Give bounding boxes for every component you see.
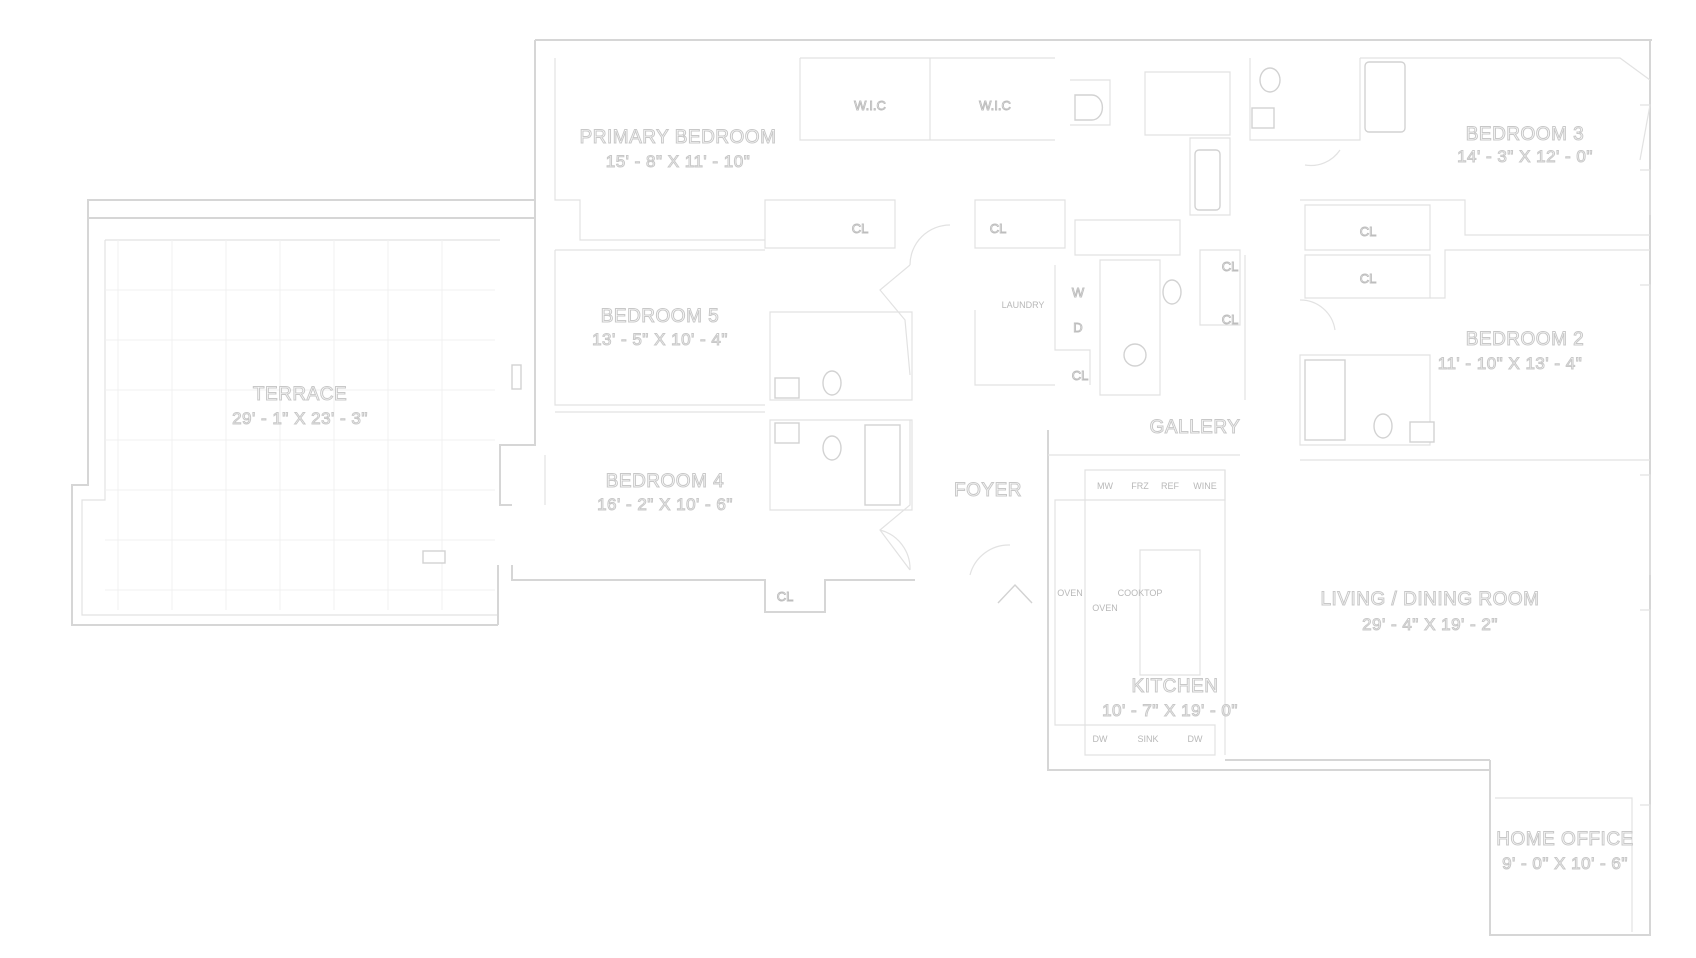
toilet-icon [822, 435, 842, 461]
toilet-icon [1373, 413, 1393, 439]
toilet-icon [1162, 279, 1182, 305]
entry-arrow-icon [997, 583, 1033, 604]
terrace-paver-grid [105, 240, 495, 610]
terrace-area [71, 199, 536, 626]
cooktop-label: COOKTOP [1118, 588, 1163, 598]
room-primary-bedroom: PRIMARY BEDROOM 15' - 8" X 11' - 10" [579, 127, 777, 172]
toilet-icon [1074, 94, 1104, 121]
wic-label: W.I.C [979, 98, 1011, 113]
microwave-label: MW [1097, 481, 1113, 491]
dryer-label: D [1073, 320, 1082, 335]
room-bedroom-5: BEDROOM 5 13' - 5" X 10' - 4" [592, 306, 728, 350]
room-name: BEDROOM 2 [1466, 329, 1585, 350]
closet-label: CL [1360, 271, 1377, 286]
closet-label: CL [1360, 224, 1377, 239]
room-kitchen: KITCHEN 10' - 7" X 19' - 0" [1102, 676, 1238, 721]
sink-label: SINK [1137, 734, 1158, 744]
interior-walls [544, 57, 1651, 932]
bathtub-icon [1364, 61, 1406, 133]
room-name: GALLERY [1150, 417, 1241, 438]
bathtub-icon [1194, 149, 1221, 211]
wine-label: WINE [1193, 481, 1217, 491]
room-dimensions: 10' - 7" X 19' - 0" [1102, 701, 1238, 720]
toilet-icon [822, 370, 842, 396]
room-dimensions: 9' - 0" X 10' - 6" [1502, 854, 1628, 873]
room-bedroom-4: BEDROOM 4 16' - 2" X 10' - 6" [597, 471, 733, 515]
sink-icon [774, 422, 800, 444]
room-dimensions: 13' - 5" X 10' - 4" [592, 330, 728, 349]
room-name: FOYER [954, 480, 1022, 501]
closet-label: CL [852, 221, 869, 236]
room-dimensions: 16' - 2" X 10' - 6" [597, 495, 733, 514]
room-dimensions: 15' - 8" X 11' - 10" [606, 152, 750, 171]
closet-label: CL [990, 221, 1007, 236]
closet-label: CL [1072, 368, 1089, 383]
sink-icon [1251, 107, 1275, 129]
oven-label: OVEN [1057, 588, 1083, 598]
room-gallery: GALLERY [1149, 417, 1241, 439]
washer-label: W [1072, 285, 1085, 300]
room-living-dining: LIVING / DINING ROOM 29' - 4" X 19' - 2" [1320, 589, 1540, 635]
room-dimensions: 29' - 4" X 19' - 2" [1362, 615, 1498, 634]
room-terrace: TERRACE 29' - 1" X 23' - 3" [232, 384, 368, 429]
laundry-sink-icon [1123, 343, 1147, 367]
room-name: LIVING / DINING ROOM [1320, 589, 1539, 610]
door-swings [879, 149, 1341, 576]
shower-icon [864, 424, 901, 506]
room-name: BEDROOM 4 [606, 471, 725, 492]
freezer-label: FRZ [1131, 481, 1149, 491]
room-name: BEDROOM 5 [601, 306, 720, 327]
room-bedroom-3: BEDROOM 3 14' - 3" X 12' - 0" [1457, 124, 1593, 167]
fixture-labels: W.I.C W.I.C CL CL CL CL CL CL CL CL LAUN… [776, 98, 1377, 744]
room-foyer: FOYER [954, 480, 1022, 502]
terrace-drain-icon [422, 550, 446, 564]
closet-label: CL [1222, 259, 1239, 274]
room-name: HOME OFFICE [1496, 829, 1633, 850]
room-dimensions: 29' - 1" X 23' - 3" [232, 409, 368, 428]
room-dimensions: 11' - 10" X 13' - 4" [1438, 354, 1582, 373]
toilet-icon [1259, 67, 1281, 93]
dishwasher-label: DW [1188, 734, 1203, 744]
room-name: PRIMARY BEDROOM [580, 127, 777, 148]
wic-label: W.I.C [854, 98, 886, 113]
room-name: BEDROOM 3 [1466, 124, 1585, 145]
closet-label: CL [1222, 312, 1239, 327]
room-bedroom-2: BEDROOM 2 11' - 10" X 13' - 4" [1437, 329, 1585, 374]
room-name: TERRACE [253, 384, 347, 405]
laundry-label: LAUNDRY [1002, 300, 1045, 310]
closet-label: CL [777, 589, 794, 604]
fixtures [774, 61, 1435, 604]
oven-label: OVEN [1092, 603, 1118, 613]
terrace-outlet-icon [511, 364, 522, 390]
shower-icon [1304, 359, 1346, 441]
dishwasher-label: DW [1093, 734, 1108, 744]
room-home-office: HOME OFFICE 9' - 0" X 10' - 6" [1496, 829, 1634, 874]
room-dimensions: 14' - 3" X 12' - 0" [1457, 147, 1593, 166]
refrigerator-label: REF [1161, 481, 1180, 491]
room-name: KITCHEN [1132, 676, 1219, 697]
sink-icon [1409, 421, 1435, 443]
sink-icon [774, 377, 800, 399]
